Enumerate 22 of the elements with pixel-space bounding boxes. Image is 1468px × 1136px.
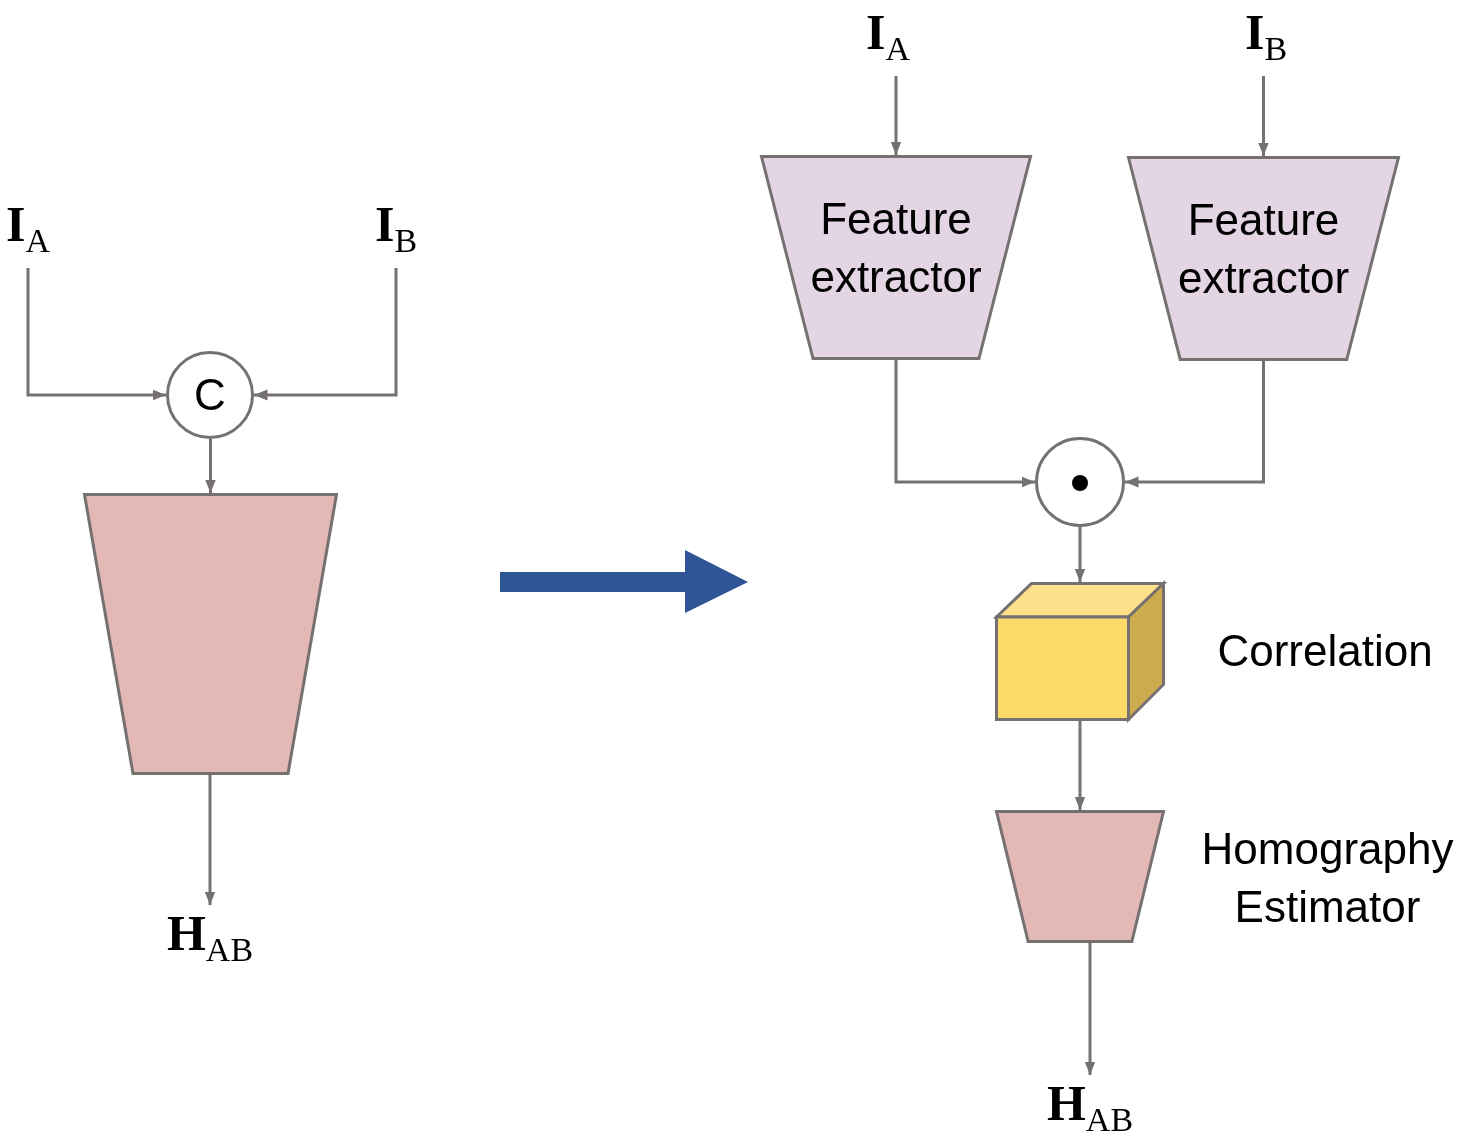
arrow <box>894 360 1035 488</box>
math-symbol: I$_{B}$ <box>1244 6 1288 66</box>
math-symbol: H$_{AB}$ <box>166 907 254 967</box>
arrow <box>26 268 166 401</box>
arrow <box>1074 527 1086 582</box>
arrow <box>204 775 216 905</box>
math-symbol: I$_{A}$ <box>866 6 910 66</box>
caption-label: Correlation <box>1216 625 1434 677</box>
caption-label: Homography Estimator <box>1200 823 1455 934</box>
node-label: C <box>194 369 226 422</box>
arrow <box>890 76 902 155</box>
arrow <box>1074 721 1086 810</box>
arrow <box>1125 361 1265 488</box>
math-symbol: H$_{AB}$ <box>1046 1077 1134 1136</box>
node-label: Feature extractor <box>809 193 983 303</box>
math-symbol: I$_{A}$ <box>6 198 50 258</box>
math-symbol: I$_{B}$ <box>374 198 418 258</box>
arrow <box>205 439 216 493</box>
arrow <box>1258 76 1269 156</box>
arrow <box>254 268 398 401</box>
arrow <box>1084 943 1096 1075</box>
node-label: Feature extractor <box>1176 194 1351 304</box>
